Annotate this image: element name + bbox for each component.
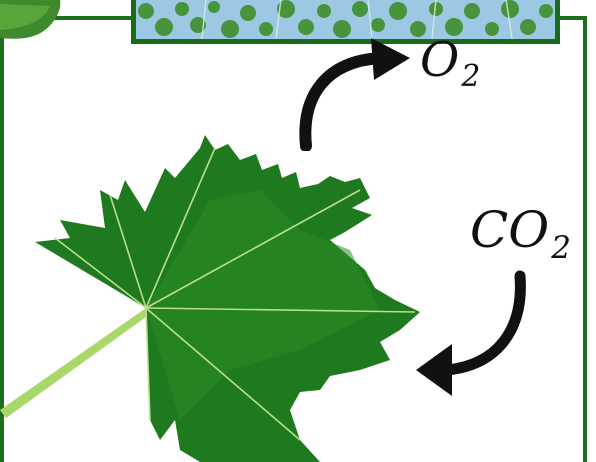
carbon-dioxide-symbol: CO [470, 201, 549, 259]
maple-leaf-image [0, 120, 430, 462]
oxygen-symbol: O [420, 32, 459, 88]
corner-leaf-image [0, 0, 80, 45]
carbon-dioxide-subscript: 2 [551, 230, 571, 266]
oxygen-label: O2 [420, 36, 480, 84]
carbon-dioxide-label: CO2 [470, 205, 571, 255]
oxygen-release-arrow [296, 36, 416, 151]
oxygen-subscript: 2 [461, 59, 480, 94]
carbon-dioxide-intake-arrow [412, 270, 532, 400]
